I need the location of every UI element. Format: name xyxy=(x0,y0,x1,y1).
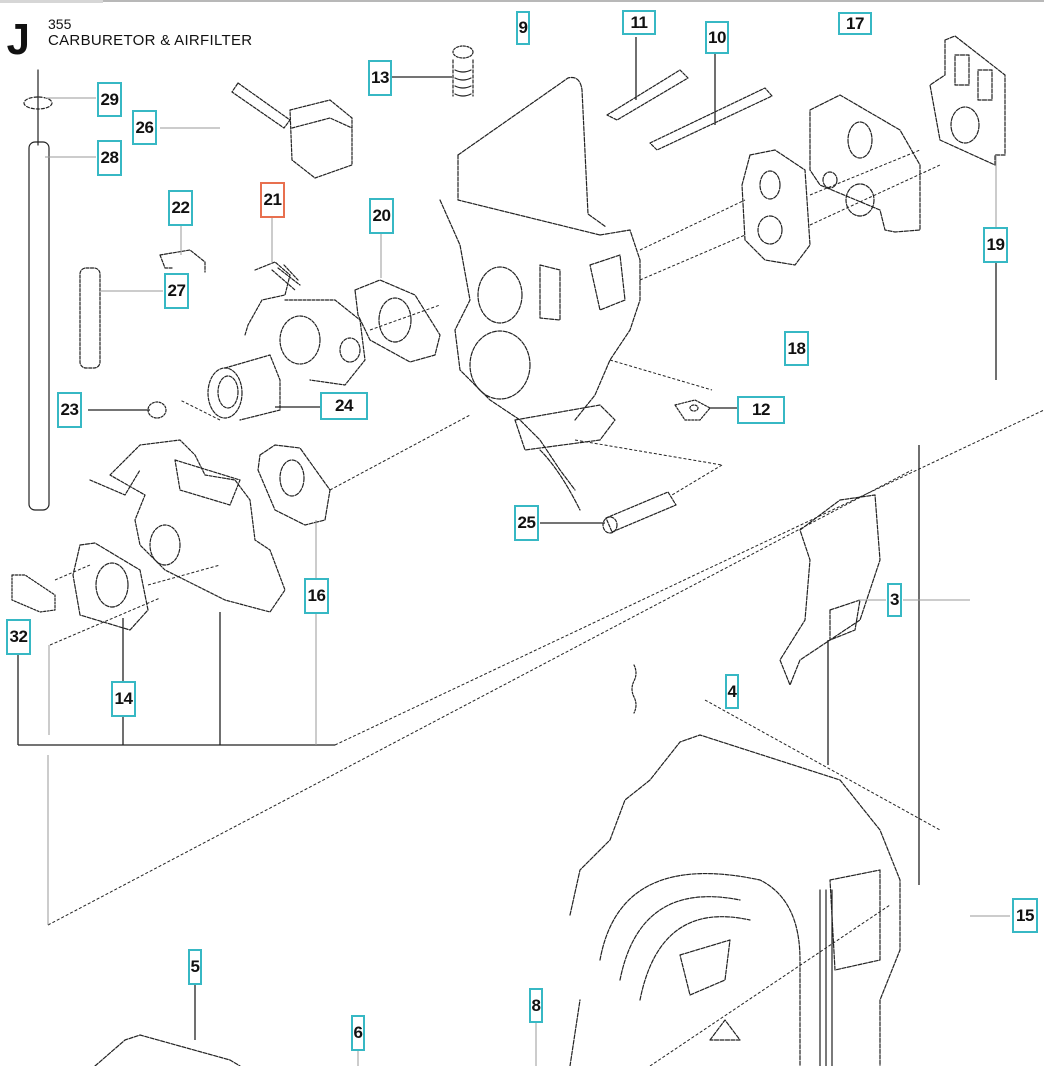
airfilter-housing-part xyxy=(439,76,641,511)
callout-part-14[interactable]: 14 xyxy=(111,681,136,717)
callout-part-19[interactable]: 19 xyxy=(983,227,1008,263)
section-title: CARBURETOR & AIRFILTER xyxy=(48,32,253,49)
callout-part-26[interactable]: 26 xyxy=(132,110,157,145)
model-number: 355 xyxy=(48,16,72,32)
top-tab-strip xyxy=(0,0,103,3)
screw-25-part xyxy=(602,491,677,534)
callout-part-23[interactable]: 23 xyxy=(57,392,82,428)
choke-pin-part xyxy=(231,82,353,179)
callout-part-24[interactable]: 24 xyxy=(320,392,368,420)
stud-10-part xyxy=(649,87,773,151)
callout-part-18[interactable]: 18 xyxy=(784,331,809,366)
clip-22-part xyxy=(159,249,206,273)
callout-part-13[interactable]: 13 xyxy=(368,60,392,96)
screen-32-part xyxy=(11,574,56,613)
gasket-19-part xyxy=(929,35,1006,166)
callout-part-32[interactable]: 32 xyxy=(6,619,31,655)
callout-part-6[interactable]: 6 xyxy=(351,1015,365,1051)
gasket-small-part xyxy=(741,149,811,266)
tube-27-part xyxy=(79,267,101,369)
callout-part-11[interactable]: 11 xyxy=(622,10,656,35)
callout-part-4[interactable]: 4 xyxy=(725,674,739,709)
callout-part-20[interactable]: 20 xyxy=(369,198,394,234)
filter-5-part xyxy=(94,1034,241,1066)
callout-part-16[interactable]: 16 xyxy=(304,578,329,614)
airfilter-cover-part xyxy=(569,734,901,1066)
callout-part-8[interactable]: 8 xyxy=(529,988,543,1023)
callout-part-3[interactable]: 3 xyxy=(887,583,902,617)
callout-part-28[interactable]: 28 xyxy=(97,140,122,176)
choke-lever-21-part xyxy=(244,261,366,386)
fuel-tube-part xyxy=(23,69,53,511)
callout-part-9[interactable]: 9 xyxy=(516,11,530,45)
callout-part-10[interactable]: 10 xyxy=(705,21,729,54)
callout-part-15[interactable]: 15 xyxy=(1012,898,1038,933)
callout-part-5[interactable]: 5 xyxy=(188,949,202,985)
callout-part-22[interactable]: 22 xyxy=(168,190,193,226)
spring-4-part xyxy=(631,664,637,714)
top-border xyxy=(0,0,1044,2)
callout-part-21-selected[interactable]: 21 xyxy=(260,182,285,218)
callout-part-27[interactable]: 27 xyxy=(164,273,189,309)
gasket-14-part xyxy=(72,542,149,631)
nut-12-part xyxy=(674,399,711,421)
callout-part-17[interactable]: 17 xyxy=(838,12,872,35)
adapter-24-part xyxy=(207,354,281,421)
callout-part-29[interactable]: 29 xyxy=(97,82,122,117)
callout-part-12[interactable]: 12 xyxy=(737,396,785,424)
callout-part-25[interactable]: 25 xyxy=(514,505,539,541)
spacer-plate-part xyxy=(809,94,921,233)
gasket-20-part xyxy=(354,279,441,363)
bolt-13-part xyxy=(452,45,474,97)
nut-23-part xyxy=(147,401,167,419)
stud-11-part xyxy=(606,69,689,121)
carburetor-part xyxy=(89,439,286,613)
bracket-3-part xyxy=(779,494,881,686)
section-letter: J xyxy=(6,15,30,64)
gasket-16-part xyxy=(257,444,331,526)
